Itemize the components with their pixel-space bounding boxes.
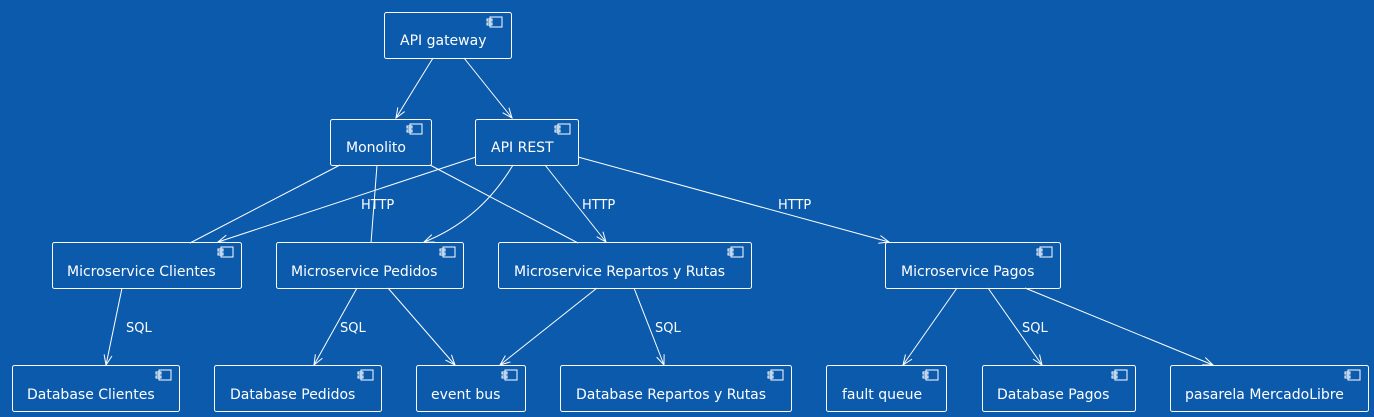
edge-pagos-pasarela: [1024, 287, 1213, 365]
component-icon: [1344, 369, 1361, 381]
edge-pedidos-db: [314, 287, 358, 365]
component-icon: [155, 369, 172, 381]
edge-monolito-clientes: [189, 164, 341, 244]
node-db-clientes[interactable]: Database Clientes: [12, 365, 180, 412]
edge-pagos-db: [987, 287, 1042, 365]
component-icon: [439, 246, 456, 258]
component-icon: [357, 369, 374, 381]
node-db-repartos[interactable]: Database Repartos y Rutas: [560, 365, 792, 412]
node-ms-repartos[interactable]: Microservice Repartos y Rutas: [498, 242, 752, 289]
edge-label-pagos-db: SQL: [1022, 321, 1048, 336]
component-icon: [767, 369, 784, 381]
edge-rest-pagos: [577, 156, 889, 242]
component-icon: [217, 246, 234, 258]
node-label: pasarela MercadoLibre: [1185, 387, 1344, 403]
node-fault-queue[interactable]: fault queue: [826, 365, 947, 412]
edges: [106, 57, 1213, 365]
edge-rest-clientes: [218, 156, 477, 242]
node-monolito[interactable]: Monolito: [330, 119, 432, 166]
component-icon: [486, 16, 503, 28]
node-api-gateway[interactable]: API gateway: [384, 12, 512, 59]
node-ms-pedidos[interactable]: Microservice Pedidos: [276, 242, 464, 289]
edge-pedidos-eventbus: [387, 287, 455, 365]
node-label: API REST: [491, 140, 554, 156]
edge-rest-pedidos: [424, 164, 514, 242]
node-label: API gateway: [400, 33, 486, 49]
node-label: Database Repartos y Rutas: [576, 387, 766, 403]
edge-repartos-db: [633, 287, 664, 365]
edge-monolito-repartos: [429, 164, 579, 244]
component-icon: [1111, 369, 1128, 381]
edge-label-rest-pagos: HTTP: [778, 198, 811, 213]
edge-gateway-api-rest: [463, 57, 512, 118]
node-label: event bus: [431, 387, 500, 403]
edge-repartos-eventbus: [500, 287, 598, 365]
component-icon: [501, 369, 518, 381]
node-label: Microservice Clientes: [67, 264, 216, 280]
edge-label-rest-repartos: HTTP: [582, 198, 615, 213]
node-pasarela[interactable]: pasarela MercadoLibre: [1170, 365, 1369, 412]
edge-pagos-faultqueue: [903, 287, 958, 365]
node-ms-clientes[interactable]: Microservice Clientes: [52, 242, 242, 289]
component-icon: [406, 123, 423, 135]
node-label: Database Pagos: [997, 387, 1109, 403]
node-db-pagos[interactable]: Database Pagos: [982, 365, 1136, 412]
node-label: Microservice Pedidos: [291, 264, 437, 280]
node-api-rest[interactable]: API REST: [475, 119, 579, 166]
edge-labels: HTTP HTTP HTTP SQL SQL SQL SQL: [126, 198, 1048, 336]
node-label: Database Pedidos: [230, 387, 355, 403]
edge-label-rest-clientes: HTTP: [361, 198, 394, 213]
component-icon: [922, 369, 939, 381]
node-label: Monolito: [346, 140, 406, 156]
edge-rest-repartos: [544, 164, 606, 242]
node-label: Database Clientes: [27, 387, 155, 403]
node-label: fault queue: [842, 387, 922, 403]
edge-label-clientes-db: SQL: [126, 321, 152, 336]
node-label: Microservice Pagos: [901, 264, 1034, 280]
edge-monolito-pedidos: [370, 164, 378, 244]
component-icon: [1036, 246, 1053, 258]
node-db-pedidos[interactable]: Database Pedidos: [214, 365, 382, 412]
component-icon: [554, 123, 571, 135]
node-ms-pagos[interactable]: Microservice Pagos: [885, 242, 1061, 289]
edge-clientes-db: [106, 287, 123, 365]
edge-gateway-monolito: [396, 57, 434, 118]
edge-label-repartos-db: SQL: [655, 321, 681, 336]
node-label: Microservice Repartos y Rutas: [514, 264, 725, 280]
component-icon: [727, 246, 744, 258]
edge-label-pedidos-db: SQL: [340, 321, 366, 336]
node-event-bus[interactable]: event bus: [416, 365, 526, 412]
